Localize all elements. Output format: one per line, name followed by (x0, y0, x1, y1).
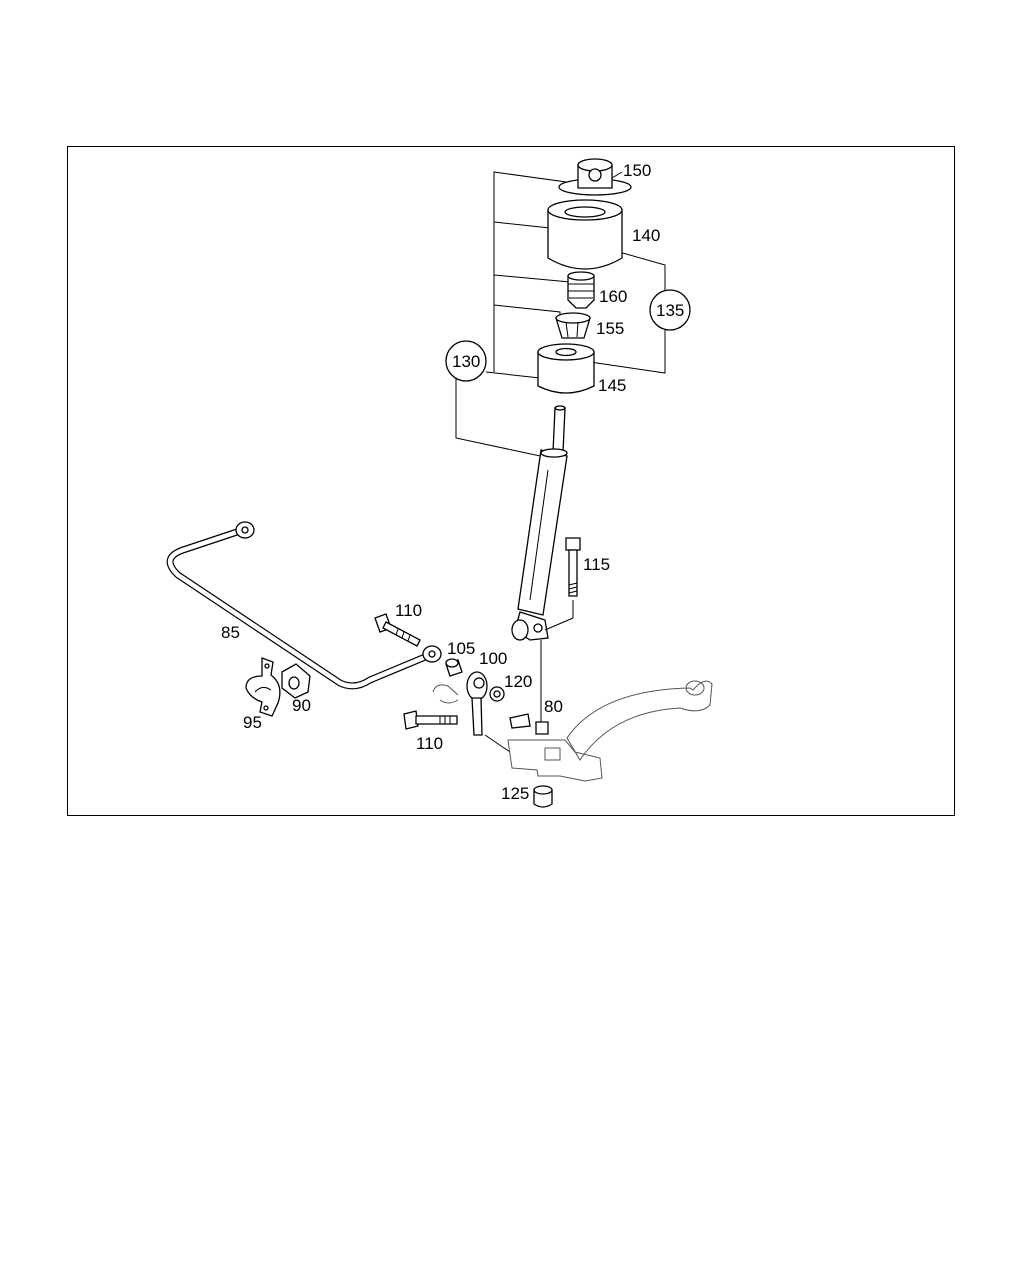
label-115: 115 (583, 555, 610, 574)
label-100: 100 (479, 649, 507, 668)
label-120: 120 (504, 672, 532, 691)
ghost-bracket (432, 684, 511, 753)
label-125: 125 (501, 784, 529, 803)
label-140: 140 (632, 226, 660, 245)
label-135: 135 (656, 301, 684, 320)
part-115-bolt (544, 537, 581, 631)
label-90: 90 (292, 696, 311, 715)
label-80: 80 (544, 697, 563, 716)
part-90-rubber-bushing (281, 663, 311, 699)
label-85: 85 (221, 623, 240, 642)
label-95: 95 (243, 713, 262, 732)
part-110-upper-bolt (374, 613, 421, 647)
diagram-frame (67, 146, 955, 816)
group-bracket-130 (455, 171, 589, 458)
label-150: 150 (623, 161, 651, 180)
label-110-lower: 110 (416, 734, 443, 753)
part-145-bushing (537, 343, 595, 394)
part-130-shock-absorber (511, 405, 568, 641)
part-140-cylinder (547, 199, 623, 270)
part-95-clamp (245, 657, 281, 717)
group-bracket-135 (589, 249, 666, 374)
label-145: 145 (598, 376, 626, 395)
part-120-nut (489, 686, 505, 702)
label-130: 130 (452, 352, 480, 371)
part-150-top-mount (558, 158, 632, 196)
part-125-cap (533, 785, 553, 808)
label-105: 105 (447, 639, 475, 658)
part-160-bump-stop (567, 271, 595, 309)
part-80-control-arm (507, 680, 713, 782)
part-155-cone (555, 312, 591, 339)
part-85-stabilizer-bar (166, 521, 442, 690)
label-110-upper: 110 (395, 601, 422, 620)
label-155: 155 (596, 319, 624, 338)
part-100-link-rod (466, 671, 488, 736)
part-110-lower-bolt (403, 710, 458, 730)
label-160: 160 (599, 287, 627, 306)
group-circle-130 (445, 340, 487, 382)
part-105-bushing (445, 658, 463, 677)
group-circle-135 (649, 289, 691, 331)
